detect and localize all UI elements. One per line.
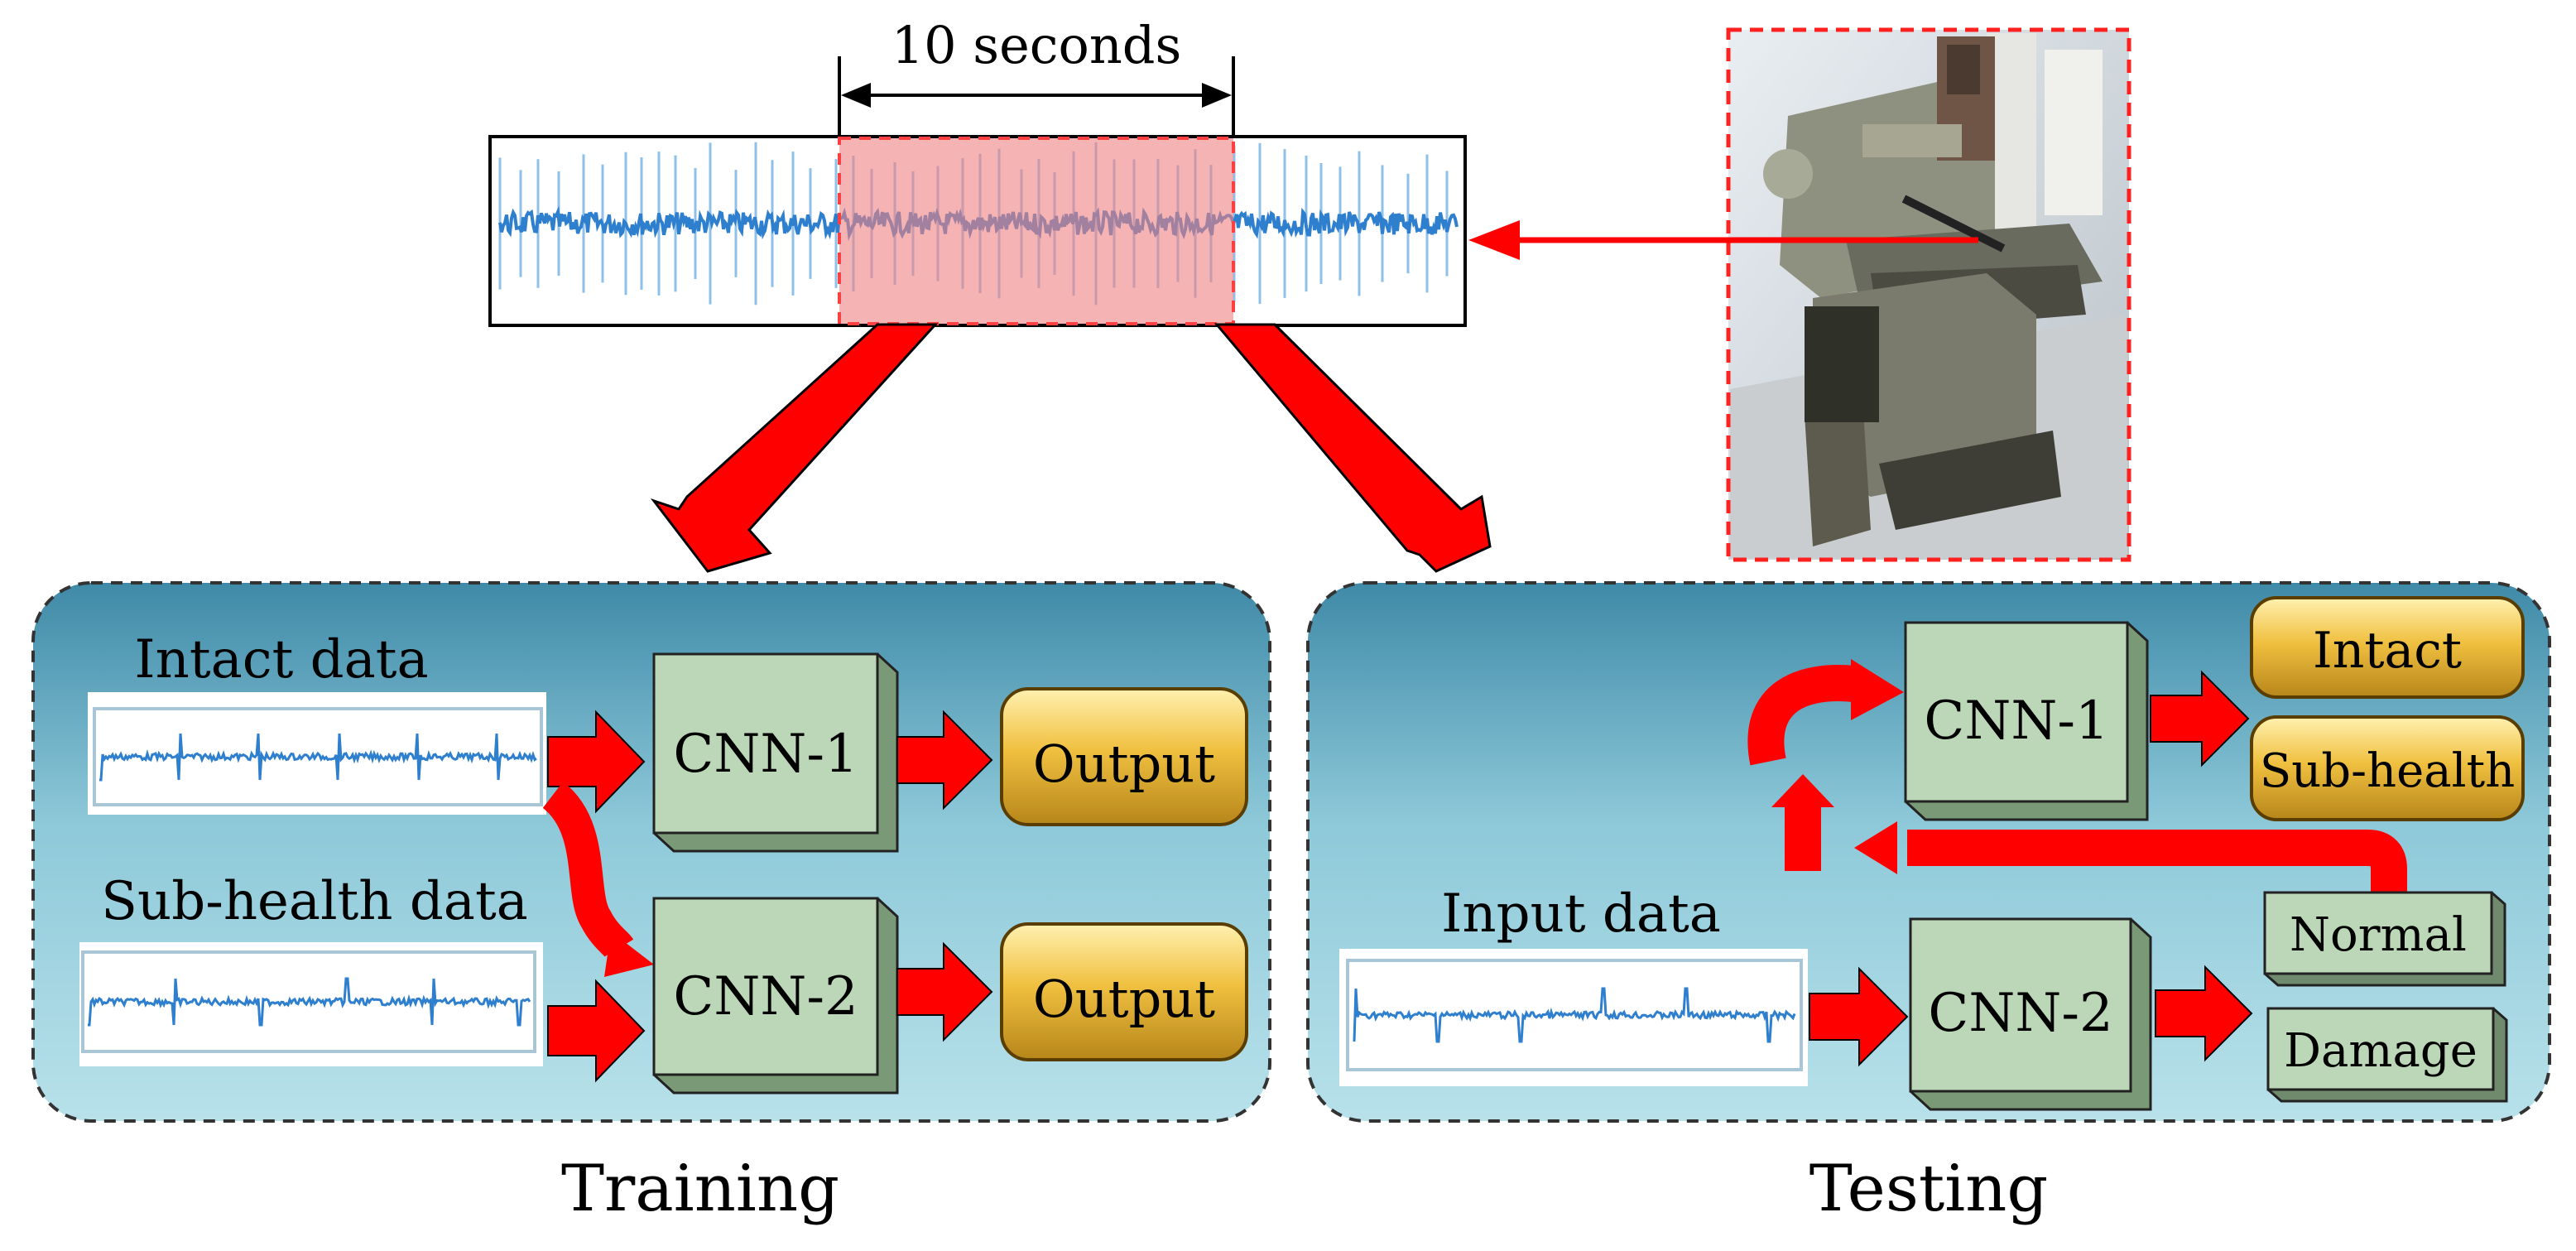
intact-waveform	[88, 692, 546, 815]
machine-photo	[1728, 30, 2129, 560]
training-output2: Output	[1000, 922, 1248, 1061]
normal-result: Normal	[2263, 891, 2506, 987]
training-output1-label: Output	[1033, 734, 1215, 794]
testing-cnn2-label: CNN-2	[1928, 983, 2112, 1044]
photo-frame	[1726, 27, 2131, 562]
subhealth-result-label: Sub-health	[2260, 744, 2515, 798]
training-caption: Training	[561, 1152, 839, 1226]
testing-caption: Testing	[1809, 1152, 2049, 1226]
subhealth-result: Sub-health	[2250, 715, 2525, 821]
intact-data-label: Intact data	[134, 629, 428, 690]
training-panel: Intact data Sub-health data CNN-1 CNN-2	[31, 581, 1271, 1123]
training-output1: Output	[1000, 687, 1248, 826]
testing-cnn1-label: CNN-1	[1924, 690, 2108, 752]
duration-dimension: 10 seconds	[838, 15, 1235, 137]
feedback-arrow	[1747, 659, 2407, 894]
training-cnn1-box: CNN-1	[652, 652, 899, 853]
input-waveform	[1339, 949, 1808, 1086]
testing-panel: Input data CNN-1 CNN-2	[1306, 581, 2551, 1123]
intact-result-label: Intact	[2313, 622, 2462, 680]
testing-cnn1-box: CNN-1	[1904, 621, 2149, 821]
normal-result-label: Normal	[2290, 908, 2467, 962]
input-data-label: Input data	[1441, 883, 1721, 945]
damage-result-label: Damage	[2284, 1024, 2477, 1078]
intact-result: Intact	[2250, 596, 2525, 699]
subhealth-data-label: Sub-health data	[101, 871, 528, 932]
damage-result: Damage	[2266, 1007, 2508, 1103]
testing-cnn2-box: CNN-2	[1909, 917, 2152, 1111]
subhealth-waveform	[79, 942, 543, 1066]
split-arrows	[650, 323, 1492, 573]
training-cnn2-label: CNN-2	[673, 966, 858, 1027]
ten-second-window	[839, 138, 1233, 324]
duration-label: 10 seconds	[892, 15, 1182, 75]
training-output2-label: Output	[1033, 969, 1215, 1029]
training-cnn1-label: CNN-1	[673, 724, 858, 785]
sensor-arrow	[1468, 220, 1978, 260]
signal-strip	[488, 135, 1467, 327]
training-cnn2-box: CNN-2	[652, 897, 899, 1095]
